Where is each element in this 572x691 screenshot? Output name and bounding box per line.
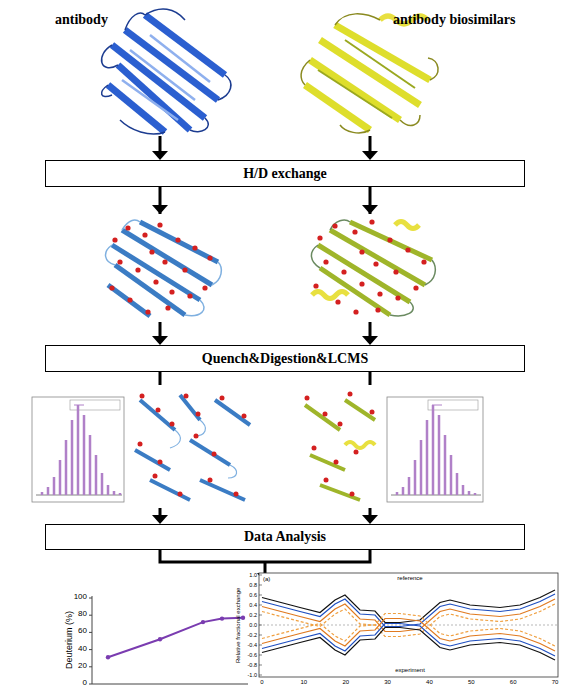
axis-label: 40 [426, 679, 433, 686]
exchanged-biosimilar [305, 214, 440, 322]
panel-label: antibody [55, 12, 108, 27]
box-label: Data Analysis [244, 529, 326, 544]
axis-label: 70 [552, 679, 559, 686]
axis-label: 0.6 [249, 592, 257, 598]
antibody-ribbon [102, 9, 231, 134]
mass-spectrum [32, 397, 124, 502]
axis-label: -0.6 [248, 652, 257, 658]
axis-label: -0.4 [248, 642, 257, 648]
axis-label: 10 [301, 679, 308, 686]
axis-title: Relative fractional exchange [236, 587, 243, 662]
flow-arrow [152, 136, 378, 160]
axis-label: -1.0 [248, 672, 257, 678]
axis-label: 60 [510, 679, 517, 686]
axis-label: 0 [260, 679, 263, 686]
axis-label: 80 [78, 610, 87, 619]
axis-label: 100 [74, 593, 87, 602]
axis-label: -0.2 [248, 632, 257, 638]
process-box: H/D exchange [45, 160, 525, 187]
peptide-fragments [300, 385, 384, 508]
uptake-plot [89, 596, 248, 684]
axis-label: reference [397, 575, 422, 582]
axis-label: -0.8 [248, 662, 257, 668]
axis-label: 0.4 [249, 602, 257, 608]
axis-label: 0.0 [249, 622, 257, 628]
process-box: Data Analysis [45, 524, 525, 550]
axis-label: 50 [468, 679, 475, 686]
mass-spectrum [387, 397, 483, 502]
butterfly-plot [259, 573, 558, 677]
biosimilar-ribbon [301, 14, 438, 133]
axis-label: 0.8 [249, 582, 257, 588]
axis-label: 20 [78, 662, 87, 671]
axis-label: 40 [78, 645, 87, 654]
axis-label: 60 [78, 627, 87, 636]
axis-label: 1.0 [249, 572, 257, 578]
axis-label: (a) [263, 576, 270, 583]
axis-label: 0 [83, 679, 87, 688]
box-label: H/D exchange [243, 166, 327, 181]
process-box: Quench&Digestion&LCMS [45, 345, 525, 372]
peptide-fragments [128, 385, 258, 508]
axis-label: 0.2 [249, 612, 257, 618]
axis-label: 30 [384, 679, 391, 686]
axis-label: experiment [395, 667, 425, 674]
flow-arrowhead [152, 205, 378, 214]
panel-label: antibody biosimilars [393, 12, 516, 27]
axis-label: 20 [342, 679, 349, 686]
box-label: Quench&Digestion&LCMS [202, 351, 368, 366]
axis-title: Deuterium (%) [65, 611, 75, 669]
exchanged-antibody [100, 214, 225, 322]
